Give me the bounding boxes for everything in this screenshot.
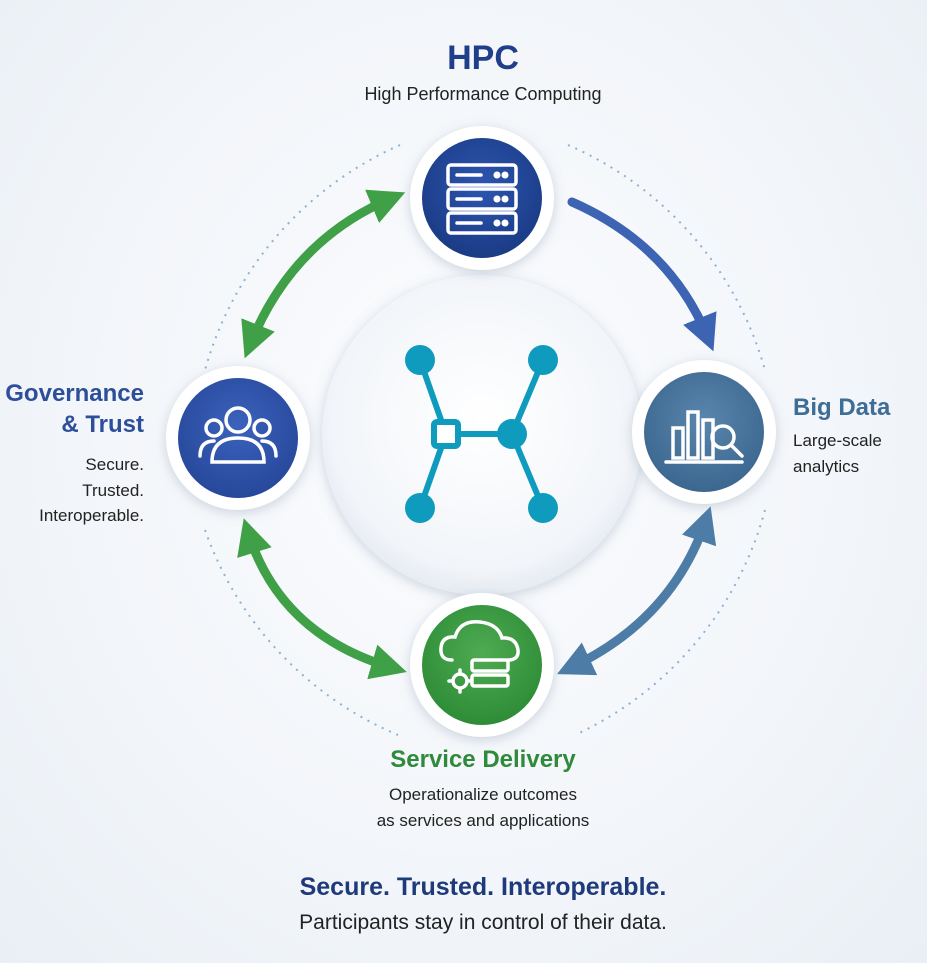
central-hub [322,275,642,595]
big-data-node [632,360,776,504]
big-data-desc-line1: Large-scale [793,431,882,450]
bar-chart-magnifier-icon [664,410,744,464]
service-delivery-title: Service Delivery [390,746,576,773]
server-rack-icon [446,163,518,235]
governance-desc-line1: Secure. [85,455,144,474]
footer-title: Secure. Trusted. Interoperable. [299,873,667,901]
hub-nodes [405,345,558,523]
arrow-governance-service [237,518,407,680]
big-data-desc-line2: analytics [793,456,860,476]
service-delivery-node [410,593,554,737]
service-delivery-desc-line2: as services and applications [376,811,590,831]
hpc-title: HPC [447,39,519,77]
hpc-node [410,126,554,270]
arrow-bigdata-service [556,506,717,676]
governance-node [166,366,310,510]
governance-title-line1: Governance [5,380,144,407]
big-data-description: Large-scale analytics [793,428,923,479]
people-group-icon [198,406,278,464]
footer-subtitle: Participants stay in control of their da… [299,911,667,934]
service-delivery-desc-line1: Operationalize outcomes [388,785,578,804]
governance-desc-line3: Interoperable. [39,506,144,525]
governance-desc-line2: Trusted. [82,480,144,500]
cloud-gear-server-icon [439,620,520,694]
governance-title: Governance & Trust [0,378,144,440]
hpc-subtitle: High Performance Computing [364,84,602,104]
governance-description: Secure. Trusted. Interoperable. [0,452,144,529]
service-delivery-description: Operationalize outcomes as services and … [313,782,653,835]
governance-title-line2: & Trust [61,411,144,439]
big-data-title: Big Data [793,394,891,421]
arrow-hpc-governance [241,189,406,359]
arrow-hpc-to-bigdata [567,197,717,352]
